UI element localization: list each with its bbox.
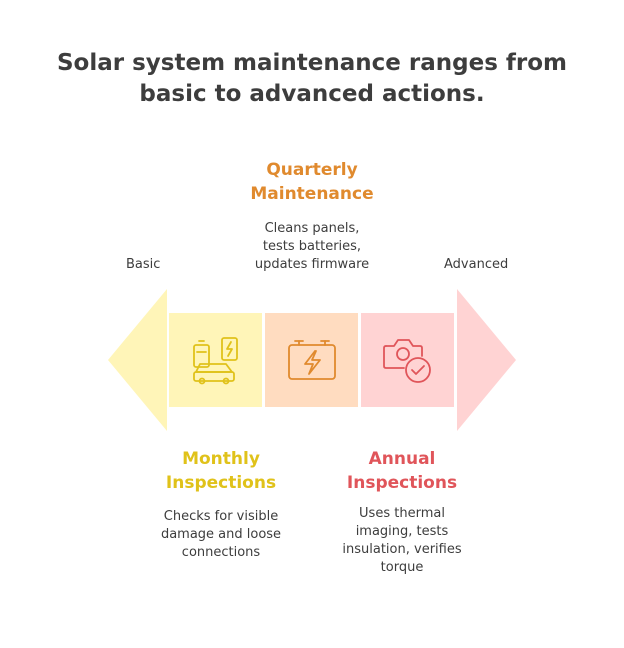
quarterly-maintenance-description: Cleans panels, tests batteries, updates … xyxy=(222,220,402,274)
annual-desc-line-3: insulation, verifies xyxy=(342,542,462,557)
segment-monthly xyxy=(169,313,262,407)
annual-heading-line-2: Inspections xyxy=(346,473,458,493)
quarterly-desc-line-3: updates firmware xyxy=(254,257,370,272)
annual-desc-line-1: Uses thermal xyxy=(359,506,445,521)
quarterly-maintenance-heading: Quarterly Maintenance xyxy=(222,158,402,206)
monthly-inspections-heading: Monthly Inspections xyxy=(131,447,311,495)
monthly-desc-line-3: connections xyxy=(181,545,261,560)
annual-desc-line-4: torque xyxy=(380,560,424,575)
monthly-heading-line-2: Inspections xyxy=(165,473,277,493)
quarterly-desc-line-1: Cleans panels, xyxy=(264,221,360,236)
battery-charge-icon xyxy=(288,340,336,380)
quarterly-heading-line-2: Maintenance xyxy=(250,184,374,204)
scale-end-label: Advanced xyxy=(444,257,509,272)
annual-inspections-heading: Annual Inspections xyxy=(312,447,492,495)
monthly-inspections-description: Checks for visible damage and loose conn… xyxy=(131,508,311,562)
annual-inspections-description: Uses thermal imaging, tests insulation, … xyxy=(312,505,492,577)
title-line-2: basic to advanced actions. xyxy=(139,81,485,107)
monthly-desc-line-2: damage and loose xyxy=(160,527,282,542)
segment-annual xyxy=(361,313,454,407)
solar-vehicle-charging-icon xyxy=(193,337,238,385)
camera-check-icon xyxy=(383,339,431,383)
scale-start-label: Basic xyxy=(126,257,161,272)
monthly-heading-line-1: Monthly xyxy=(182,449,260,469)
quarterly-desc-line-2: tests batteries, xyxy=(262,239,362,254)
left-arrow-head xyxy=(108,289,167,431)
monthly-desc-line-1: Checks for visible xyxy=(163,509,279,524)
right-arrow-head xyxy=(457,289,516,431)
quarterly-heading-line-1: Quarterly xyxy=(266,160,358,180)
annual-heading-line-1: Annual xyxy=(368,449,436,469)
title-line-1: Solar system maintenance ranges from xyxy=(56,50,568,76)
annual-desc-line-2: imaging, tests xyxy=(355,524,449,539)
diagram-title: Solar system maintenance ranges from bas… xyxy=(0,48,624,110)
